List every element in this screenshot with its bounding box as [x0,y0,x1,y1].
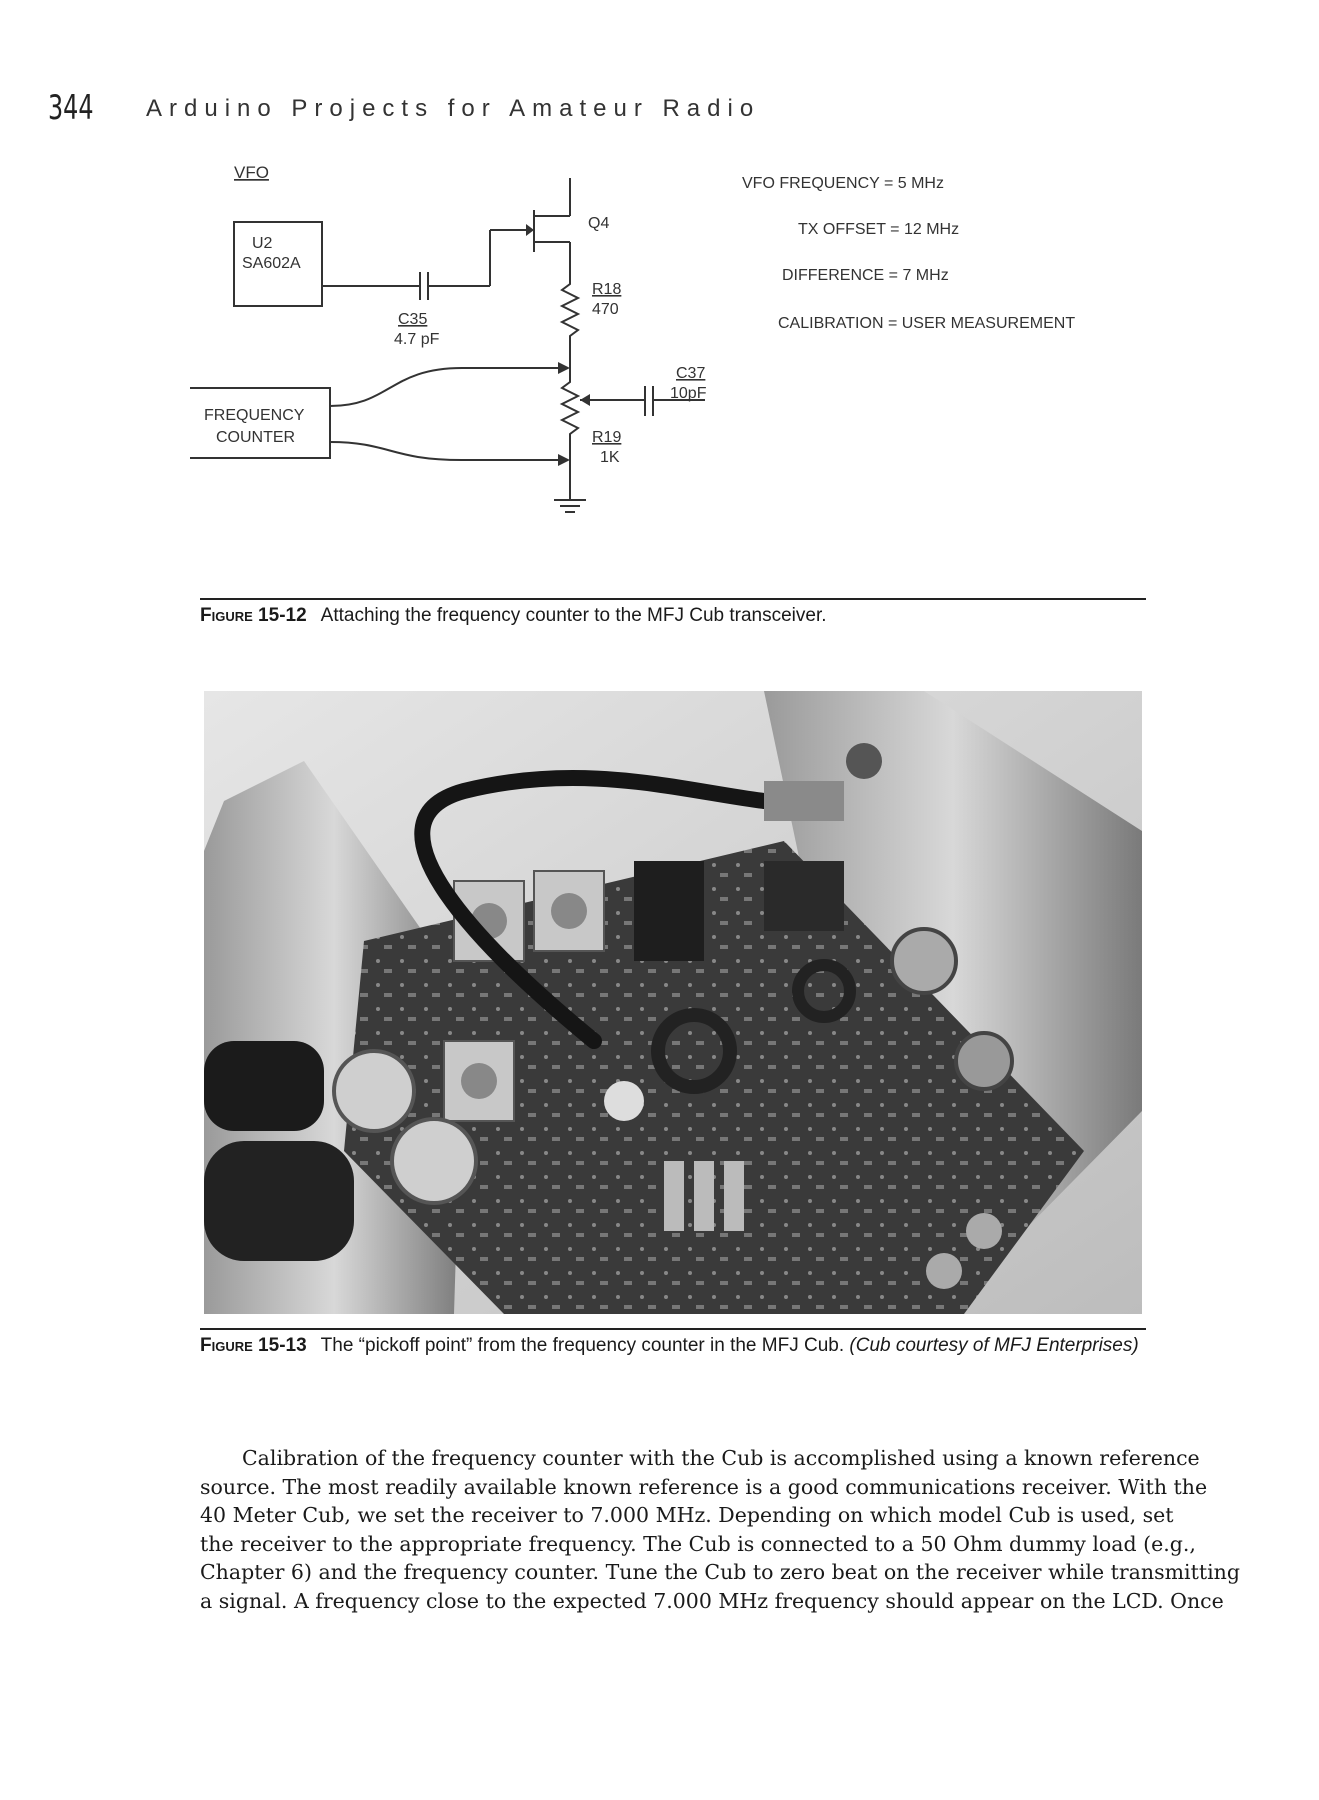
counter-line1: FREQUENCY [204,407,305,424]
u2-box [233,221,323,307]
body-line: the receiver to the appropriate frequenc… [200,1531,1196,1556]
u2-part: SA602A [242,255,301,272]
frequency-counter-box [190,387,331,459]
figure-15-13-text: The “pickoff point” from the frequency c… [320,1335,845,1356]
figure-15-13-label: Figure 15-13 [200,1335,307,1356]
vfo-label: VFO [234,163,269,182]
figure-15-13-caption: Figure 15-13 The “pickoff point” from the… [200,1334,1146,1358]
note-vfo-frequency: VFO FREQUENCY = 5 MHz [742,175,944,192]
body-line: Chapter 6) and the frequency counter. Tu… [200,1560,1240,1585]
running-title: Arduino Projects for Amateur Radio [146,95,761,122]
body-line: a signal. A frequency close to the expec… [200,1588,1224,1613]
counter-line2: COUNTER [216,429,295,446]
r19-value: 1K [600,449,620,466]
photo-illustration [204,691,1142,1314]
vfo-schematic: VFO U2 SA602A Q4 C35 4.7 pF R18 470 R19 … [190,163,1075,513]
r18-value: 470 [592,301,619,318]
mfj-cub-photo [204,691,1142,1314]
c37-ref: C37 [676,365,705,382]
r19-ref: R19 [592,429,621,446]
c37-value: 10pF [670,385,707,402]
r18-ref: R18 [592,281,621,298]
body-line: source. The most readily available known… [200,1474,1208,1499]
c35-value: 4.7 pF [394,331,440,348]
body-line: Calibration of the frequency counter wit… [242,1446,1200,1470]
figure-15-12-text: Attaching the frequency counter to the M… [320,605,827,626]
figure-15-13-rule [200,1328,1146,1330]
figure-15-12-caption: Figure 15-12 Attaching the frequency coun… [200,604,1146,628]
figure-15-12-rule [200,598,1146,600]
figure-15-12-label: Figure 15-12 [200,605,307,626]
c35-ref: C35 [398,311,427,328]
q4-label: Q4 [588,215,609,232]
body-line: 40 Meter Cub, we set the receiver to 7.0… [200,1503,1174,1528]
page-number: 344 [48,88,94,128]
body-paragraph: Calibration of the frequency counter wit… [200,1444,1240,1616]
note-calibration: CALIBRATION = USER MEASUREMENT [778,315,1075,332]
note-tx-offset: TX OFFSET = 12 MHz [798,221,959,238]
u2-ref: U2 [252,235,273,252]
note-difference: DIFFERENCE = 7 MHz [782,267,949,284]
figure-15-13-credit: (Cub courtesy of MFJ Enterprises) [849,1335,1139,1356]
